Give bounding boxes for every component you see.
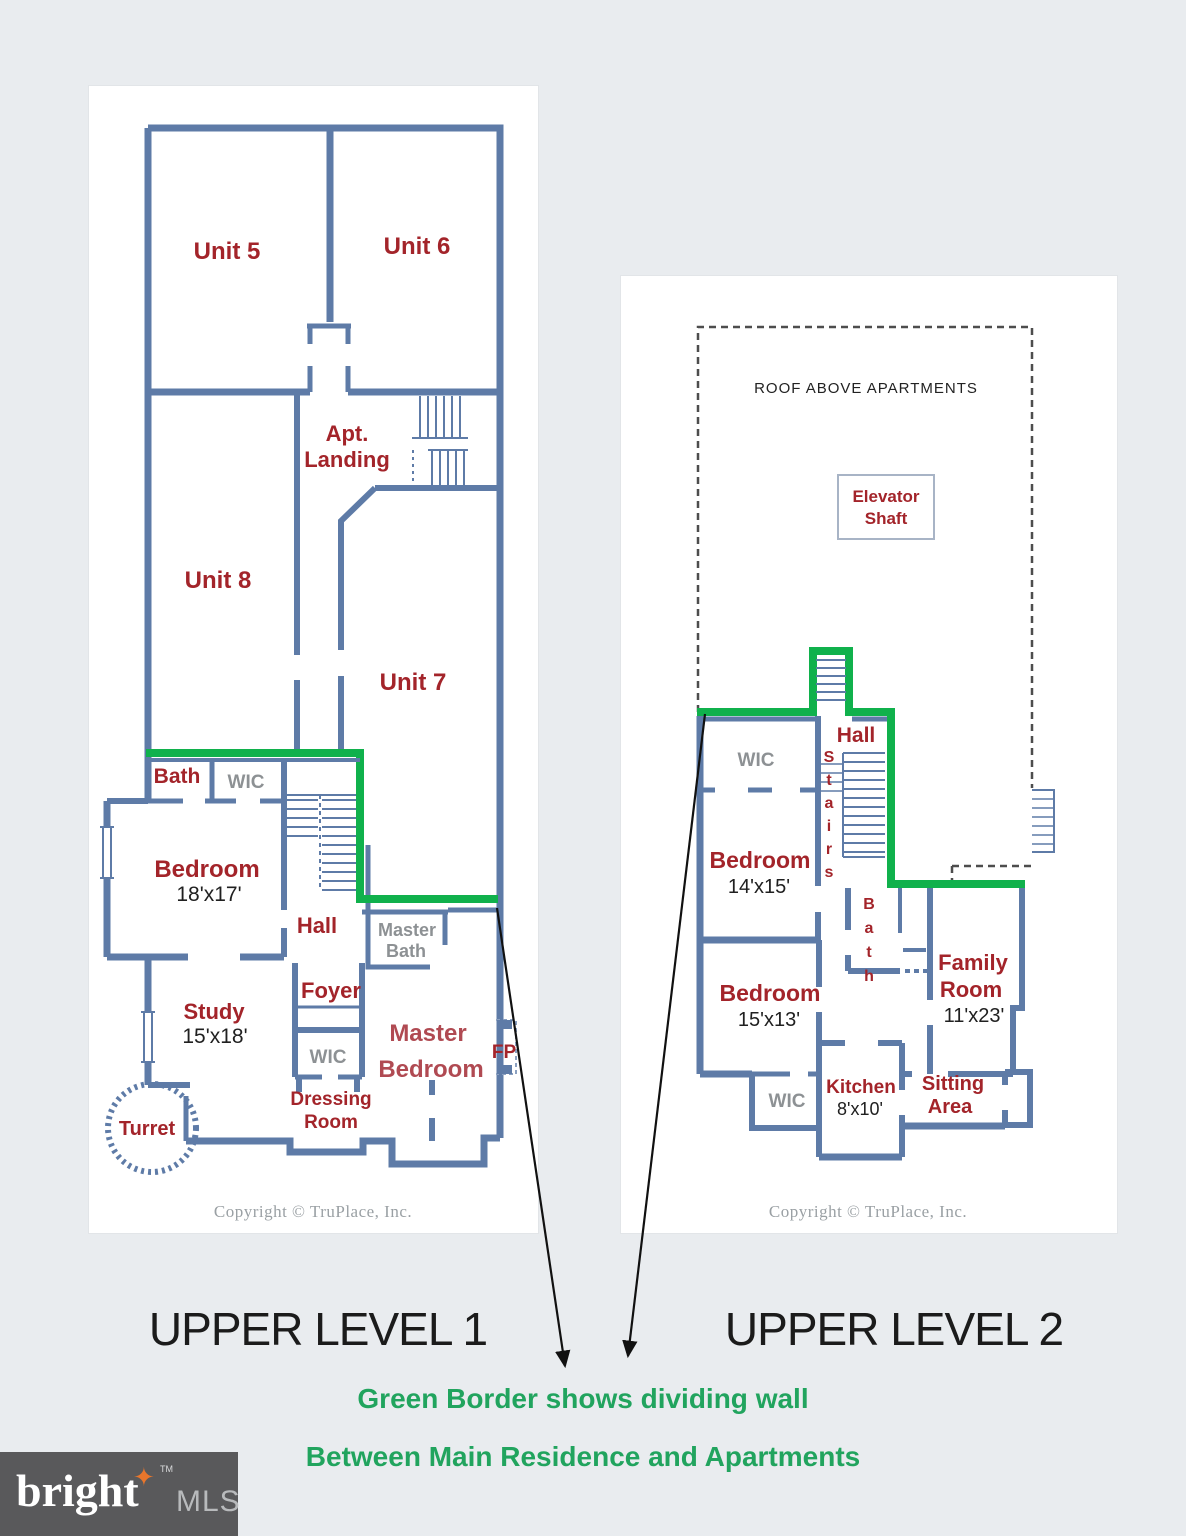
room-label-fp: FP — [492, 1042, 517, 1063]
level1-plan-panel — [88, 85, 539, 1234]
fireplace-glyph — [496, 1019, 517, 1075]
room-label-apt-landing: Apt. — [326, 421, 369, 446]
room-dim-bedroom: 18'x17' — [176, 883, 241, 906]
stairs-letter: s — [825, 864, 834, 881]
room-label-wic-top2: WIC — [738, 750, 775, 771]
copyright-level2: Copyright © TruPlace, Inc. — [769, 1202, 967, 1221]
room-dim-family: 11'x23' — [944, 1005, 1005, 1027]
bath-letter: t — [866, 944, 872, 961]
logo-suffix-text: MLS — [176, 1485, 241, 1518]
room-label-sitting2: Area — [928, 1096, 973, 1118]
stairs-letter: t — [826, 772, 832, 789]
room-dim-bedroom14: 14'x15' — [728, 876, 790, 898]
bath-letter: B — [863, 896, 875, 913]
room-label-master: Master — [389, 1020, 466, 1047]
room-label-dressing2: Room — [304, 1112, 358, 1133]
room-label-bedroom: Bedroom — [154, 856, 259, 883]
bright-mls-logo: bright ✦ TM MLS — [0, 1452, 241, 1536]
copyright-level1: Copyright © TruPlace, Inc. — [214, 1202, 412, 1221]
room-label-unit8: Unit 8 — [185, 567, 252, 594]
room-label-bath: Bath — [154, 765, 201, 788]
main-stairs — [286, 794, 358, 891]
star-icon: ✦ — [133, 1462, 155, 1492]
room-dim-kitchen: 8'x10' — [837, 1099, 883, 1119]
roof-note: ROOF ABOVE APARTMENTS — [754, 380, 978, 397]
room-label-unit5: Unit 5 — [194, 238, 261, 265]
room-label-hall2: Hall — [837, 724, 876, 747]
room-label-wic-bottom: WIC — [769, 1091, 806, 1112]
level2-title: UPPER LEVEL 2 — [724, 1303, 1064, 1355]
stairs-letter: i — [827, 818, 831, 835]
bath-letter: h — [864, 968, 874, 985]
level1-title: UPPER LEVEL 1 — [148, 1303, 488, 1355]
room-label-unit7: Unit 7 — [380, 669, 447, 696]
room-label-wic-mid: WIC — [310, 1047, 347, 1068]
floor-plan-level-1: Unit 5 Unit 6 Unit 8 Unit 7 Apt. Landing… — [100, 124, 517, 1221]
logo-tm-mark: TM — [160, 1464, 173, 1474]
stairs-letter: S — [824, 749, 835, 766]
room-label-apt-landing2: Landing — [304, 447, 390, 472]
elevator-label2: Shaft — [865, 509, 908, 528]
room-label-bedroom15: Bedroom — [720, 980, 821, 1006]
dividing-wall-arrow-right — [622, 713, 707, 1359]
window-glyphs — [100, 826, 155, 1063]
room-label-hall: Hall — [297, 913, 337, 938]
room-label-sitting: Sitting — [922, 1073, 984, 1095]
stairs-letter: r — [826, 841, 832, 858]
green-border-caption-line2: Between Main Residence and Apartments — [305, 1441, 861, 1472]
room-label-master-bath2: Bath — [386, 941, 426, 961]
room-dim-study: 15'x18' — [182, 1025, 247, 1048]
turret-outline — [105, 1081, 199, 1175]
elevator-label: Elevator — [852, 487, 919, 506]
apartment-stairs — [412, 396, 468, 486]
dividing-wall-level2 — [697, 647, 1025, 888]
room-label-bedroom14: Bedroom — [710, 847, 811, 873]
stairs-letter: a — [825, 795, 834, 812]
room-label-family2: Room — [940, 977, 1002, 1002]
room-label-master-bath: Master — [378, 920, 436, 940]
room-dim-bedroom15: 15'x13' — [738, 1009, 800, 1031]
room-label-wic-top: WIC — [228, 772, 265, 793]
logo-brand-text: bright — [16, 1465, 139, 1516]
room-label-unit6: Unit 6 — [384, 233, 451, 260]
dividing-wall-arrow-left — [495, 907, 571, 1369]
bath-letter: a — [865, 920, 874, 937]
roof-outline — [696, 325, 1034, 788]
room-label-dressing: Dressing — [290, 1089, 371, 1110]
room-label-foyer: Foyer — [301, 978, 361, 1003]
dividing-wall-level1 — [146, 749, 498, 903]
level2-stairs — [820, 752, 885, 858]
room-label-study: Study — [183, 999, 245, 1024]
floor-plan-level-2: ROOF ABOVE APARTMENTS Elevator Shaft Hal… — [696, 325, 1055, 1221]
room-label-turret: Turret — [119, 1118, 176, 1140]
green-border-caption-line1: Green Border shows dividing wall — [357, 1383, 809, 1414]
elevator-shaft-box — [837, 474, 935, 540]
roof-stairs — [1032, 789, 1055, 853]
room-label-master2: Bedroom — [378, 1056, 483, 1083]
room-label-family: Family — [938, 950, 1008, 975]
room-label-kitchen: Kitchen — [826, 1077, 896, 1098]
